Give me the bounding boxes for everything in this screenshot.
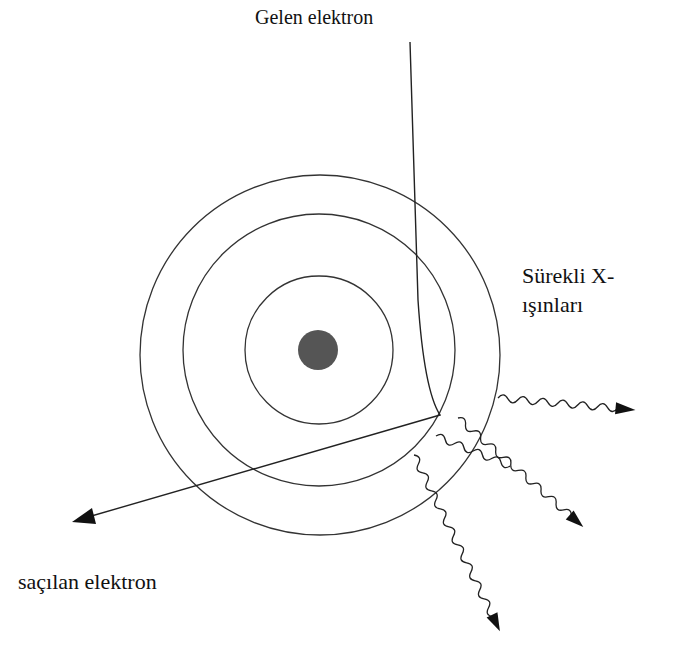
xray-wave [435, 433, 512, 469]
nucleus [298, 330, 338, 370]
electron-arrowhead [72, 508, 96, 524]
xray-wave [409, 452, 506, 633]
outer-shell [140, 175, 500, 535]
xray-wave [497, 392, 636, 416]
label-text: Gelen elektron [255, 4, 495, 30]
label-text: Sürekli X-ışınları [522, 262, 662, 319]
xray-wave [454, 413, 587, 531]
middle-shell [183, 214, 455, 486]
inner-shell [245, 276, 393, 424]
label-text: saçılan elektron [18, 568, 278, 597]
electron-path [88, 42, 440, 517]
